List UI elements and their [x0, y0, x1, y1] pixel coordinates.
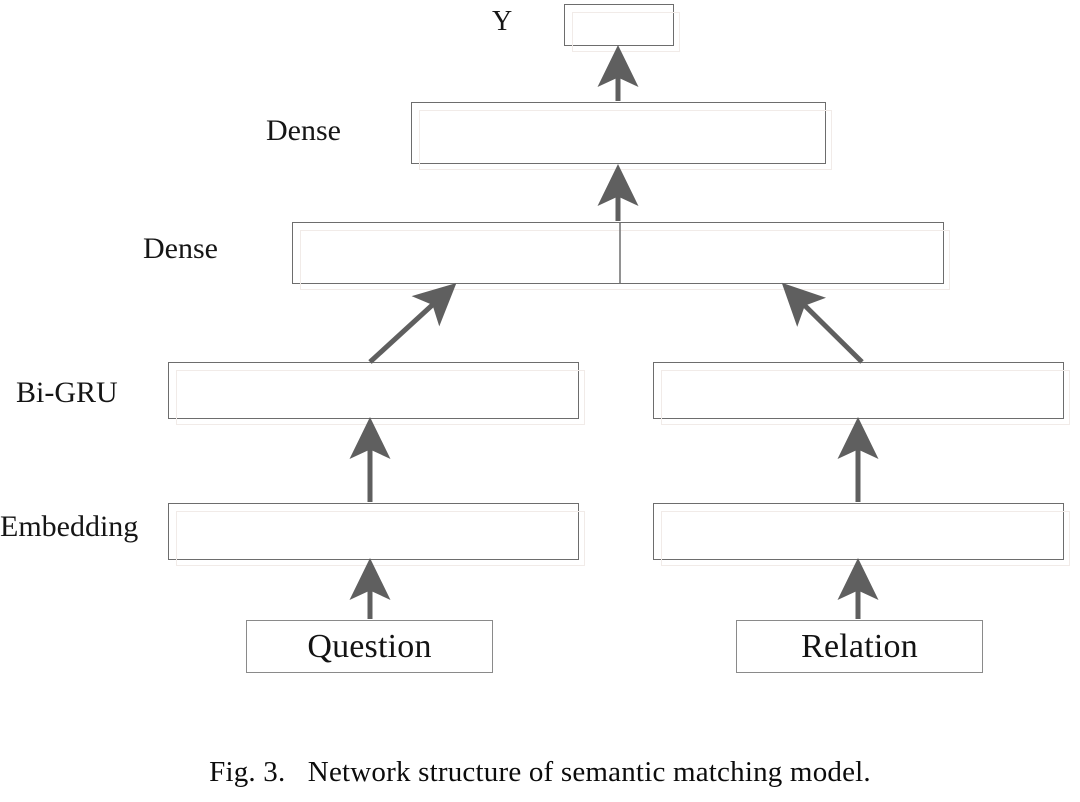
node-bigru-question [168, 362, 585, 425]
node-input-relation-label: Relation [801, 627, 918, 665]
figure-caption: Fig. 3. Network structure of semantic ma… [209, 756, 871, 788]
node-embedding-relation [653, 503, 1070, 566]
row-label-dense-mid: Dense [143, 232, 218, 265]
node-output-y [564, 4, 680, 52]
node-bigru-relation [653, 362, 1070, 425]
node-input-relation: Relation [736, 620, 983, 673]
node-dense-top [411, 102, 832, 170]
node-input-question: Question [246, 620, 493, 673]
row-label-output: Y [492, 6, 513, 37]
row-label-embedding: Embedding [0, 510, 139, 543]
row-label-bigru: Bi-GRU [16, 376, 118, 409]
node-embedding-question [168, 503, 585, 566]
arrow-bigru-question-to-dense-mid [368, 282, 457, 364]
arrow-bigru-relation-to-dense-mid [781, 282, 864, 364]
node-input-question-label: Question [307, 627, 432, 665]
node-dense-mid [292, 222, 950, 290]
row-label-dense-top: Dense [266, 114, 341, 147]
